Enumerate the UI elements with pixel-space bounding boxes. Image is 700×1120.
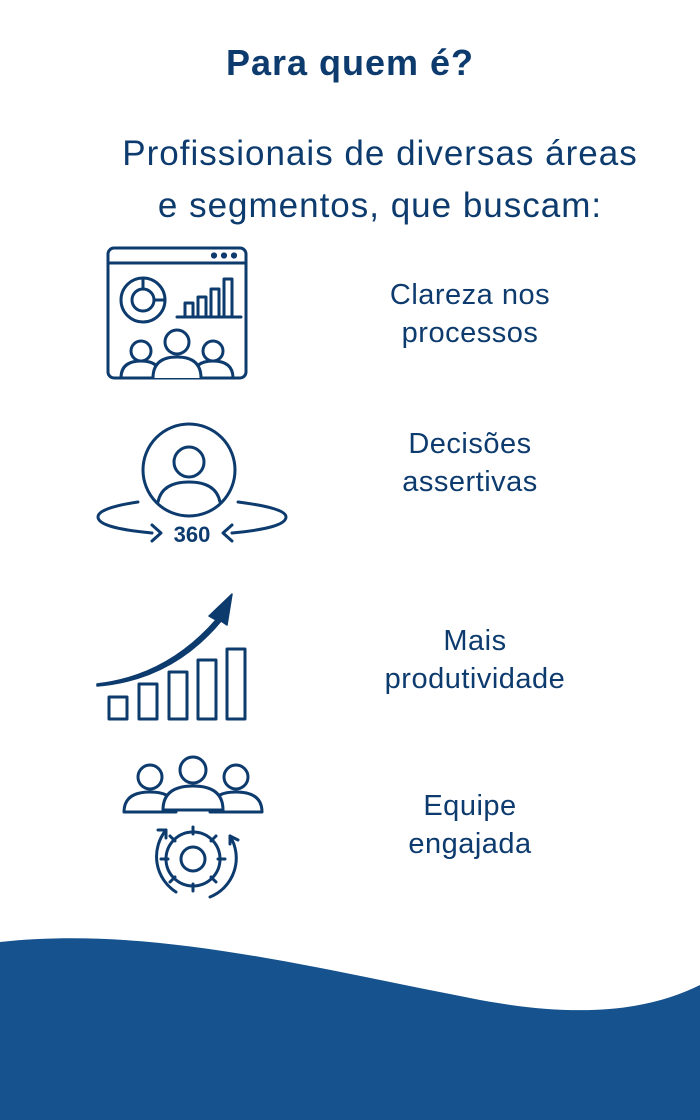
item-label-line-1: Mais (443, 625, 507, 657)
item-label-line-2: processos (401, 317, 539, 349)
subtitle-line-1: Profissionais de diversas áreas (122, 134, 638, 173)
page-title: Para quem é? (225, 42, 475, 83)
item-label-line-2: produtividade (384, 663, 566, 695)
person-360-icon: 360 (96, 422, 288, 547)
item-label-line-1: Decisões (408, 428, 532, 460)
page-subtitle: Profissionais de diversas áreas e segmen… (40, 128, 700, 232)
item-label-line-1: Equipe (423, 790, 517, 822)
team-gear-icon (122, 755, 264, 899)
item-label-line-2: assertivas (402, 466, 538, 498)
item-label-line-2: engajada (408, 828, 532, 860)
item-label-equipe: Equipe engajada (320, 787, 620, 863)
dashboard-team-icon (106, 246, 248, 380)
item-label-produtividade: Mais produtividade (325, 622, 625, 698)
growth-chart-icon (96, 593, 247, 721)
item-label-line-1: Clareza nos (389, 279, 551, 311)
item-label-decisoes: Decisões assertivas (320, 425, 620, 501)
subtitle-line-2: e segmentos, que buscam: (157, 186, 603, 225)
360-badge: 360 (174, 522, 211, 547)
item-label-clareza: Clareza nos processos (320, 276, 620, 352)
bottom-wave (0, 938, 700, 1120)
